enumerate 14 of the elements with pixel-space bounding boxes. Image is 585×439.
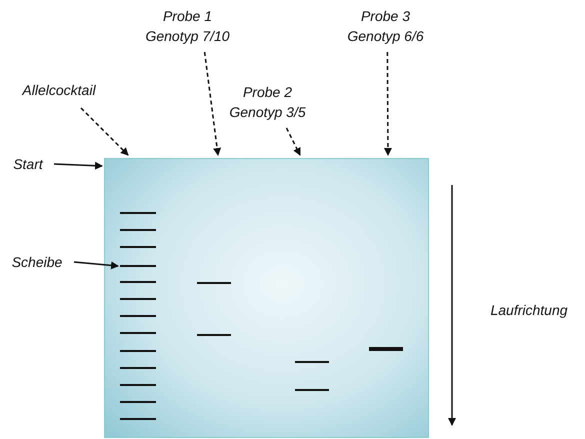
callout-label: Allelcocktail (4, 80, 114, 100)
callout-label: Scheibe (4, 252, 70, 272)
callout-label: Probe 2 Genotyp 3/5 (220, 82, 315, 122)
dashed-arrow (204, 52, 222, 156)
gel-slab (104, 158, 429, 438)
dashed-arrow (80, 107, 129, 156)
callout-label: Start (4, 154, 52, 174)
callout-label: Probe 1 Genotyp 7/10 (140, 6, 235, 46)
callout-label: Probe 3 Genotyp 6/6 (338, 6, 433, 46)
dashed-arrow (286, 128, 301, 156)
dashed-arrow (384, 52, 392, 156)
arrow (74, 261, 119, 270)
arrow (54, 162, 103, 170)
direction-label: Laufrichtung (489, 301, 569, 320)
